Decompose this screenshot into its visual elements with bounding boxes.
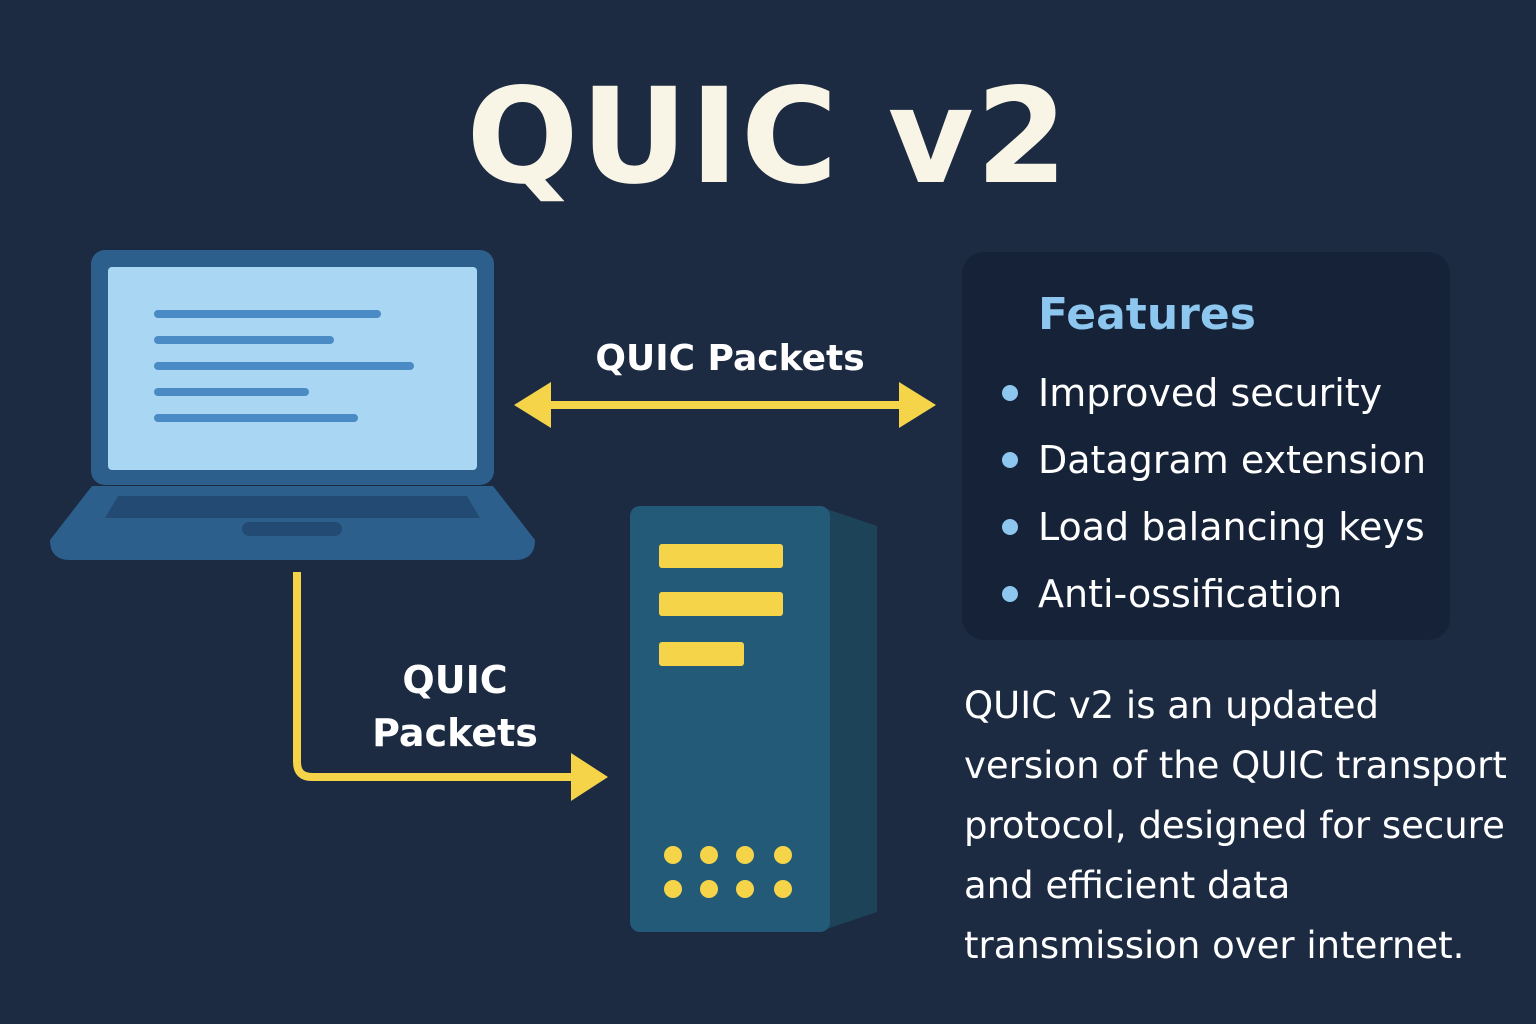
top-arrow-label: QUIC Packets <box>595 338 865 379</box>
bullet-icon <box>1002 519 1018 535</box>
feature-item: Anti-ossification <box>1002 566 1426 633</box>
feature-item: Load balancing keys <box>1002 499 1426 566</box>
feature-item: Improved security <box>1002 365 1426 432</box>
feature-label: Load balancing keys <box>1038 505 1425 549</box>
server-icon <box>630 506 877 932</box>
bullet-icon <box>1002 385 1018 401</box>
feature-item: Datagram extension <box>1002 432 1426 499</box>
laptop-icon <box>50 250 535 560</box>
feature-label: Anti-ossification <box>1038 572 1343 616</box>
bottom-arrow-label: QUIC Packets <box>372 658 538 755</box>
page-title: QUIC v2 <box>466 60 1070 214</box>
arrow-icon <box>293 572 608 801</box>
description-text: QUIC v2 is an updated version of the QUI… <box>964 684 1507 967</box>
features-panel: Features Improved security Datagram exte… <box>962 252 1450 640</box>
double-arrow-icon <box>514 382 936 428</box>
feature-label: Datagram extension <box>1038 438 1427 482</box>
bullet-icon <box>1002 586 1018 602</box>
feature-label: Improved security <box>1038 371 1383 415</box>
features-list: Improved security Datagram extension Loa… <box>1002 365 1426 633</box>
features-title: Features <box>1038 289 1256 340</box>
bullet-icon <box>1002 452 1018 468</box>
